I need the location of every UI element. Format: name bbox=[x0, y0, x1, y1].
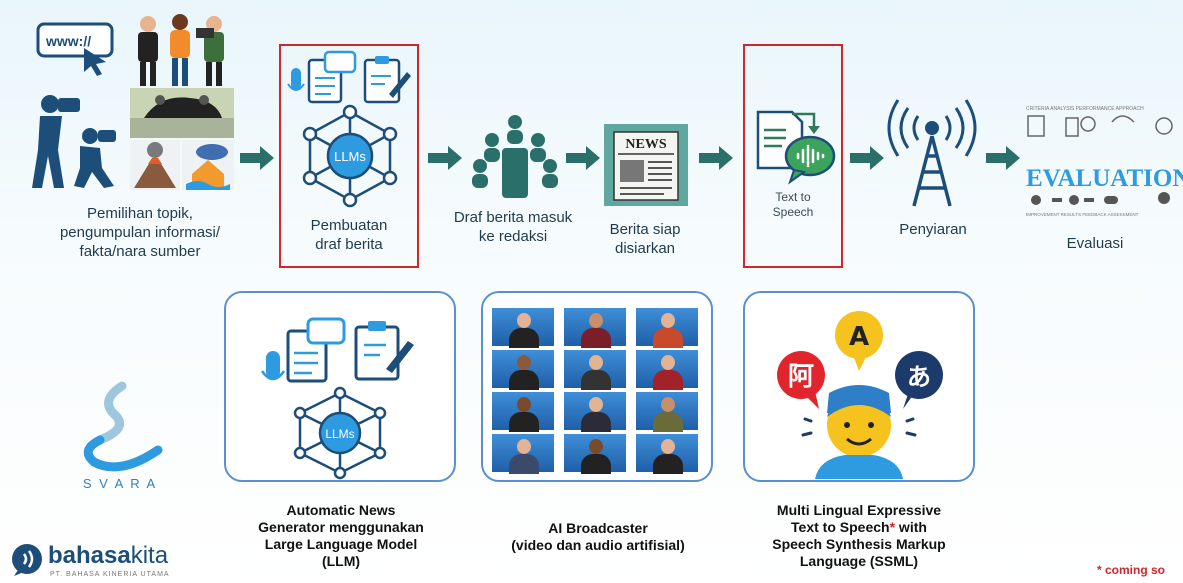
broadcaster-tile bbox=[563, 307, 627, 348]
step2-caption: Pembuatan draf berita bbox=[310, 217, 388, 253]
car-crash-photo bbox=[130, 88, 234, 138]
document-mic-icon bbox=[285, 50, 413, 108]
meeting-icon bbox=[470, 114, 560, 200]
highlight-box-tts bbox=[743, 44, 843, 268]
flow-arrow-3 bbox=[566, 146, 600, 170]
svara-logo: S V A R A bbox=[60, 380, 180, 500]
broadcaster-tile bbox=[635, 391, 699, 432]
volcano-icon bbox=[130, 140, 180, 190]
flow-arrow-5 bbox=[850, 146, 884, 170]
broadcast-tower-icon bbox=[884, 96, 980, 208]
svg-text:NEWS: NEWS bbox=[625, 137, 666, 152]
bahasakita-wordmark-bold: bahasa bbox=[48, 542, 131, 569]
svara-wordmark: S V A R A bbox=[82, 476, 158, 491]
svg-text:LLMs: LLMs bbox=[325, 427, 354, 441]
tts-card: 阿 A あ bbox=[743, 291, 975, 482]
llm-card: LLMs bbox=[224, 291, 456, 482]
bahasakita-wordmark-light: kita bbox=[130, 542, 169, 569]
flow-arrow-1 bbox=[240, 146, 274, 170]
svg-text:あ: あ bbox=[907, 363, 931, 391]
multilingual-speaker-illustration: 阿 A あ bbox=[777, 311, 943, 479]
broadcaster-tile bbox=[635, 307, 699, 348]
tts-card-caption: Multi Lingual Expressive Text to Speech*… bbox=[772, 502, 946, 569]
url-icon: www:// bbox=[36, 20, 116, 76]
storm-house-icon bbox=[182, 140, 234, 190]
llm-card-illustration: LLMs bbox=[260, 317, 414, 480]
footnote-coming-soon: * coming so bbox=[1097, 563, 1166, 577]
svg-text:阿: 阿 bbox=[788, 362, 814, 392]
broadcaster-card-caption: AI Broadcaster (video dan audio artifisi… bbox=[511, 520, 685, 553]
broadcaster-tile bbox=[635, 433, 699, 474]
step6-caption: Penyiaran bbox=[899, 221, 967, 238]
flow-arrow-6 bbox=[986, 146, 1020, 170]
text-to-speech-icon bbox=[752, 108, 836, 186]
step7-caption: Evaluasi bbox=[1066, 235, 1124, 252]
broadcaster-tile bbox=[563, 391, 627, 432]
svg-text:www://: www:// bbox=[45, 33, 91, 49]
highlight-box-draft bbox=[279, 44, 419, 268]
llm-network-icon: LLMs bbox=[298, 104, 402, 208]
broadcaster-card bbox=[481, 291, 713, 482]
broadcaster-tile bbox=[635, 349, 699, 390]
step4-caption: Berita siap disiarkan bbox=[609, 221, 681, 257]
step3-caption: Draf berita masuk ke redaksi bbox=[453, 209, 573, 245]
flow-arrow-4 bbox=[699, 146, 733, 170]
svg-text:LLMs: LLMs bbox=[334, 149, 366, 164]
svg-text:IMPROVEMENT RESULTS FEEDBA: IMPROVEMENT RESULTS FEEDBACK ASSESSMENT bbox=[1026, 212, 1139, 217]
svg-text:A: A bbox=[849, 322, 869, 352]
bahasakita-logo: bahasakita PT. BAHASA KINERIA UTAMA bbox=[10, 542, 220, 582]
broadcaster-tile bbox=[491, 349, 555, 390]
broadcaster-video-grid bbox=[491, 307, 703, 474]
broadcaster-tile bbox=[491, 391, 555, 432]
broadcaster-tile bbox=[563, 349, 627, 390]
step5-caption: Text to Speech bbox=[772, 190, 814, 219]
flow-arrow-2 bbox=[428, 146, 462, 170]
broadcaster-tile bbox=[491, 307, 555, 348]
broadcaster-tile bbox=[563, 433, 627, 474]
evaluation-illustration: CRITERIA ANALYSIS PERFORMANCE APPROACH E… bbox=[1022, 96, 1183, 220]
step1-caption: Pemilihan topik, pengumpulan informasi/ … bbox=[59, 205, 221, 260]
svg-text:CRITERIA ANALYSIS PERFORMA: CRITERIA ANALYSIS PERFORMANCE APPROACH bbox=[1026, 106, 1144, 112]
bahasakita-tagline: PT. BAHASA KINERIA UTAMA bbox=[50, 571, 170, 578]
broadcaster-tile bbox=[491, 433, 555, 474]
newspaper-icon: NEWS bbox=[604, 124, 688, 206]
llm-card-caption: Automatic News Generator menggunakan Lar… bbox=[258, 502, 424, 569]
photographers-icon bbox=[28, 90, 120, 190]
svg-text:EVALUATION: EVALUATION bbox=[1026, 165, 1183, 192]
reporters-icon bbox=[128, 10, 234, 88]
